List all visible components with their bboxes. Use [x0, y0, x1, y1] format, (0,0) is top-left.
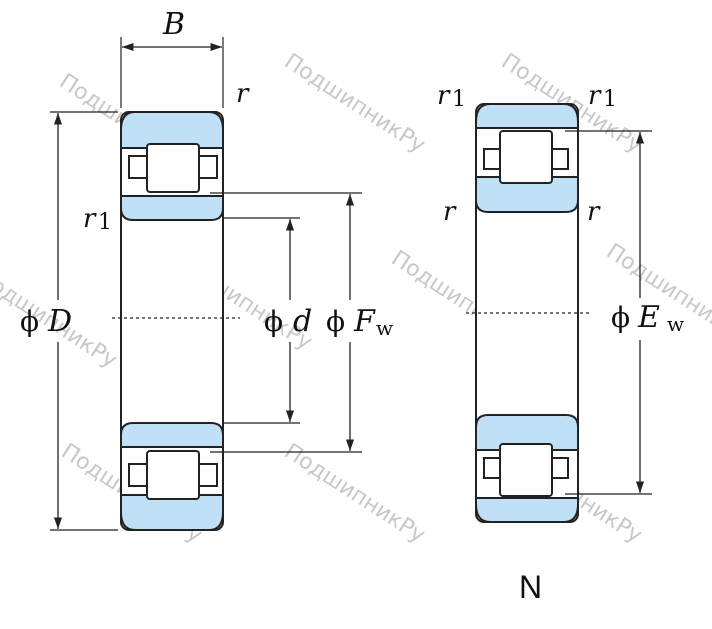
left-bottom-outer-ring: [120, 494, 224, 531]
svg-text:E: E: [637, 300, 660, 335]
bore-diameter-label: ϕ d: [264, 304, 312, 339]
svg-text:1: 1: [452, 87, 466, 112]
svg-text:1: 1: [603, 87, 617, 112]
svg-text:ϕ: ϕ: [326, 305, 345, 338]
svg-text:ϕ: ϕ: [264, 305, 283, 338]
width-label-b: B: [162, 7, 185, 42]
right-bottom-outer-ring: [475, 497, 579, 523]
fw-label: ϕ F w: [326, 304, 393, 340]
right-bottom-roller: [499, 443, 553, 497]
right-top-inner-ring: [475, 176, 579, 213]
svg-text:w: w: [376, 316, 393, 340]
right-dimensions: [565, 130, 652, 495]
svg-text:r: r: [588, 81, 602, 111]
svg-text:r: r: [83, 204, 97, 234]
left-top-inner-ring: [120, 195, 224, 221]
svg-text:w: w: [667, 312, 684, 336]
right-radius-right-label: r: [587, 197, 601, 227]
svg-text:1: 1: [98, 210, 112, 235]
left-bottom-cage-left: [128, 463, 148, 487]
left-top-roller: [146, 143, 200, 193]
right-top-roller: [499, 130, 553, 184]
watermarks: ПодшипникРу ПодшипникРу ПодшипникРу Подш…: [0, 49, 712, 548]
right-bottom-inner-ring: [475, 414, 579, 451]
type-caption: N: [519, 569, 542, 605]
right-top-cage-right: [551, 148, 569, 170]
svg-text:D: D: [47, 304, 72, 339]
watermark-2: ПодшипникРу: [280, 49, 430, 158]
outer-diameter-label: ϕ D: [20, 304, 72, 339]
left-bottom-roller: [146, 450, 200, 500]
right-radius1-right-label: r 1: [588, 81, 617, 112]
right-top-outer-ring: [475, 103, 579, 129]
left-radius-label: r: [236, 79, 250, 109]
svg-text:F: F: [353, 304, 376, 339]
left-dimensions: [50, 37, 362, 531]
right-bottom-cage-right: [551, 457, 569, 479]
right-radius1-left-label: r 1: [437, 81, 466, 112]
svg-text:r: r: [437, 81, 451, 111]
left-bearing: [112, 111, 240, 531]
right-radius-left-label: r: [443, 197, 457, 227]
left-top-outer-ring: [120, 111, 224, 149]
ew-label: ϕ E w: [611, 300, 684, 336]
svg-text:ϕ: ϕ: [611, 301, 630, 334]
right-bottom-cage-left: [483, 457, 501, 479]
left-bottom-inner-ring: [120, 422, 224, 448]
left-bottom-cage-right: [198, 463, 218, 487]
left-top-cage-left: [128, 155, 148, 179]
right-top-cage-left: [483, 148, 501, 170]
watermark-9: ПодшипникРу: [280, 439, 430, 548]
left-radius1-label: r 1: [83, 204, 112, 235]
svg-text:ϕ: ϕ: [20, 305, 39, 338]
left-top-cage-right: [198, 155, 218, 179]
svg-text:d: d: [293, 304, 312, 339]
right-bearing: [466, 103, 590, 523]
